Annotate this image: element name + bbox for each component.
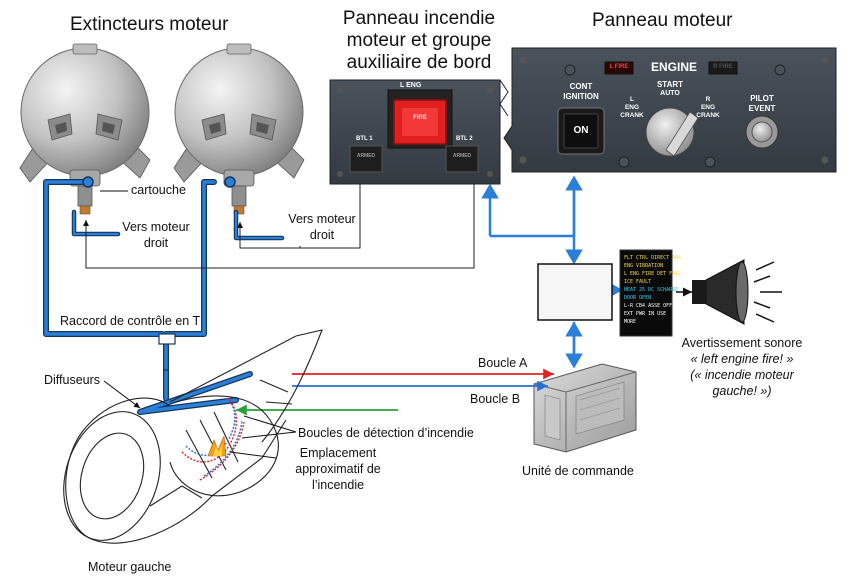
fire-location-line3: l’incendie (311, 478, 365, 492)
l-fire-annunciator: L FIRE (609, 64, 629, 70)
control-wires (83, 172, 475, 269)
l-eng-fire-handle[interactable] (388, 90, 452, 148)
btl2-armed-button[interactable]: ARMED (452, 153, 472, 159)
pointer-lines (100, 190, 297, 459)
eicas-message: EXT PWR IN USE (624, 311, 667, 317)
eicas-message: L ENG FIRE DET FAIL (624, 271, 682, 277)
l-eng-handle-label: L ENG (400, 82, 422, 89)
auto-label: AUTO (660, 90, 680, 97)
start-label: START (656, 80, 684, 89)
btl2-label: BTL 2 (456, 136, 473, 142)
t-fitting-label: Raccord de contrôle en T (60, 314, 201, 328)
r-crank-line1: R (705, 96, 711, 103)
to-right-engine-1-line2: droit (143, 236, 169, 250)
discharge-pipes (43, 176, 285, 415)
fire-panel-title-line1: Panneau incendie (342, 8, 496, 29)
l-crank-line3: CRANK (620, 112, 644, 119)
engine-panel (503, 47, 837, 173)
eicas-message: ENG VIBRATION (624, 263, 664, 269)
to-right-engine-1-line1: Vers moteur (122, 220, 190, 234)
start-selector-knob[interactable] (646, 108, 694, 156)
engine-panel-label: ENGINE (651, 60, 698, 74)
data-links (481, 175, 623, 369)
audio-warning-line4: gauche! ») (712, 384, 772, 398)
extinguisher-2 (173, 43, 305, 215)
pilot-event-line1: PILOT (750, 94, 774, 103)
engine-nacelle (63, 329, 323, 544)
pilot-event-button[interactable] (746, 116, 778, 148)
eicas-message: HEAT 25 DC SCHARGE (624, 287, 679, 293)
display-unit (537, 263, 613, 321)
l-crank-line1: L (630, 96, 634, 103)
to-right-engine-2-line1: Vers moteur (288, 212, 356, 226)
cartridge-label: cartouche (131, 183, 186, 197)
detection-loops (181, 397, 245, 481)
eicas-screen (619, 249, 673, 337)
audio-warning-line3: (« incendie moteur (690, 368, 794, 382)
control-unit-label: Unité de commande (522, 464, 634, 478)
fire-panel (329, 79, 509, 185)
btl1-label: BTL 1 (356, 136, 373, 142)
l-crank-line2: ENG (624, 104, 640, 111)
control-unit-box (533, 363, 637, 453)
r-fire-annunciator: R FIRE (713, 64, 733, 70)
cont-ignition-line2: IGNITION (563, 92, 599, 101)
fire-location-icon (207, 435, 227, 457)
eicas-message: MORE (624, 319, 637, 325)
engine-panel-title: Panneau moteur (592, 10, 733, 31)
fire-location-line1: Emplacement (299, 446, 377, 460)
pilot-event-line2: EVENT (748, 104, 776, 113)
r-crank-line3: CRANK (696, 112, 720, 119)
detection-loops-label: Boucles de détection d’incendie (298, 426, 474, 440)
eicas-message: L-R CB4 ASSE OFF (624, 303, 673, 309)
fire-location-line2: approximatif de (295, 462, 381, 476)
btl1-armed-button[interactable]: ARMED (356, 153, 376, 159)
eicas-message: ICE FAULT (624, 279, 652, 285)
eicas-message: FLT CTRL DIRECT ADS (624, 255, 682, 261)
t-fitting (158, 333, 176, 345)
cont-ignition-line1: CONT (569, 82, 593, 91)
audio-warning-line2: « left engine fire! » (690, 352, 794, 366)
audio-warning-line1: Avertissement sonore (681, 336, 803, 350)
speaker-icon (676, 259, 782, 325)
diffusers-label: Diffuseurs (44, 373, 101, 387)
loop-arrows (236, 368, 554, 416)
r-crank-line2: ENG (700, 104, 716, 111)
left-engine-label: Moteur gauche (88, 560, 172, 574)
fire-panel-title-line3: auxiliaire de bord (346, 52, 492, 73)
loop-b-label: Boucle B (470, 392, 521, 406)
to-right-engine-2-line2: droit (309, 228, 335, 242)
extinguisher-1 (19, 43, 151, 215)
fire-light-label[interactable]: FIRE (413, 115, 427, 121)
extinguishers-title: Extincteurs moteur (70, 14, 229, 35)
loop-a-label: Boucle A (478, 356, 528, 370)
eicas-message: DOOR OPEN (624, 295, 652, 301)
on-button[interactable]: ON (573, 125, 589, 136)
fire-panel-title-line2: moteur et groupe (346, 30, 492, 51)
